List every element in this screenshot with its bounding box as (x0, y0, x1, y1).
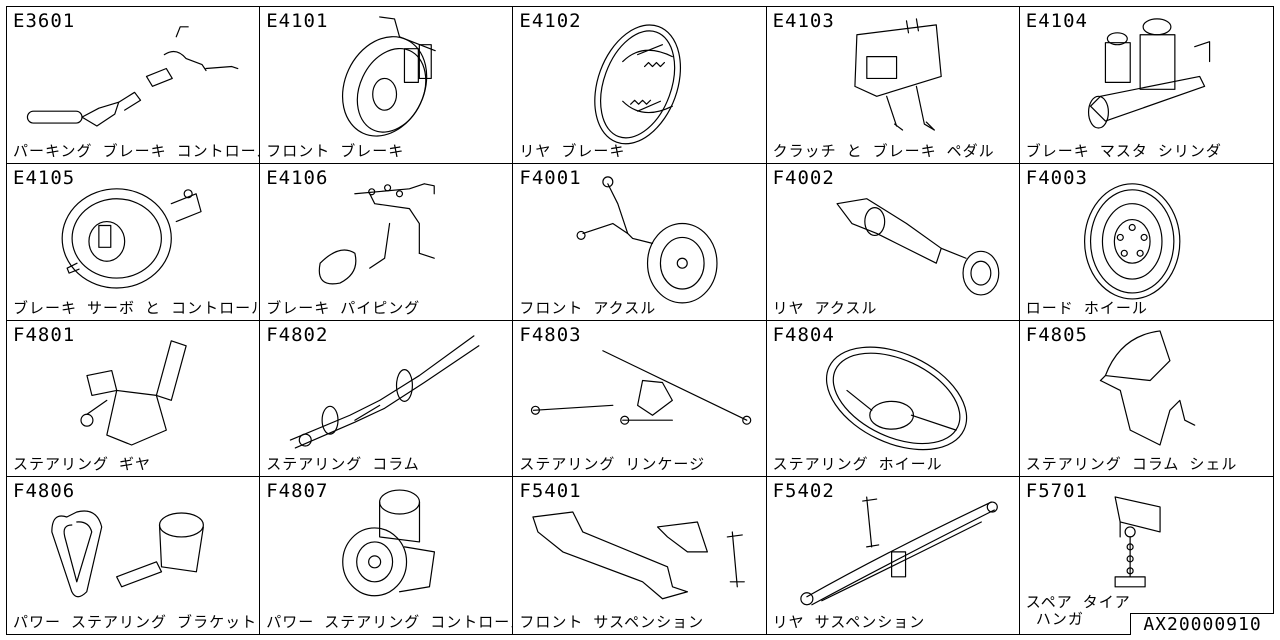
part-code: E4103 (772, 10, 835, 32)
part-label: リヤ ブレーキ (519, 141, 626, 160)
front-axle-icon (576, 176, 718, 304)
part-code: E4105 (13, 166, 76, 189)
part-code: E4104 (1025, 10, 1088, 32)
part-code: F4805 (1025, 323, 1088, 346)
leaf-spring-icon (799, 496, 998, 606)
reference-code: AX20000910 (1130, 613, 1274, 635)
part-code: F4001 (519, 166, 582, 189)
catalog-cell-e4104[interactable]: E4104 ブレーキ マスタ シリンダ (1019, 7, 1273, 164)
steering-linkage-icon (531, 349, 752, 425)
part-code: F4802 (266, 323, 329, 346)
parking-brake-lever-icon (26, 26, 239, 127)
part-label: ステアリング コラム (266, 455, 420, 474)
part-label: ステアリング ギヤ (13, 455, 152, 474)
catalog-cell-f4802[interactable]: F4802 ステアリング コラム (260, 320, 514, 478)
rear-axle-icon (836, 197, 999, 296)
part-code: F5701 (1025, 480, 1088, 503)
catalog-cell-e4102[interactable]: E4102 リヤ ブレーキ (513, 7, 767, 164)
catalog-cell-f4801[interactable]: F4801 ステアリング ギヤ (7, 320, 261, 478)
part-code: F4003 (1025, 166, 1088, 189)
column-shell-icon (1099, 329, 1196, 446)
part-code: F4803 (519, 323, 582, 346)
part-label: クラッチ と ブレーキ ペダル (772, 141, 995, 160)
catalog-cell-f5402[interactable]: F5402 リヤ サスペンション (766, 477, 1020, 634)
rear-brake-drum-icon (594, 24, 682, 145)
catalog-cell-f4003[interactable]: F4003 ロード ホイール (1019, 163, 1273, 321)
catalog-cell-e3601[interactable]: E3601 パーキング ブレーキ コントロール (7, 7, 261, 164)
part-label: リヤ アクスル (772, 298, 878, 317)
catalog-cell-f5401[interactable]: F5401 フロント サスペンション (513, 477, 767, 634)
part-label: スペア タイア ハンガ (1025, 593, 1131, 628)
catalog-cell-e4103[interactable]: E4103 クラッチ と ブレーキ ペダル (766, 7, 1020, 164)
catalog-cell-f4805[interactable]: F4805 ステアリング コラム シェル (1019, 320, 1273, 478)
catalog-cell-f4002[interactable]: F4002 リヤ アクスル (766, 163, 1020, 321)
road-wheel-icon (1083, 182, 1181, 300)
steering-column-icon (289, 334, 480, 449)
catalog-cell-f4806[interactable]: F4806 パワー ステアリング ブラケット (7, 477, 261, 634)
brake-servo-icon (61, 187, 202, 289)
part-label: パワー ステアリング コントロール (266, 613, 514, 631)
brake-piping-icon (318, 182, 435, 285)
part-label: ステアリング リンケージ (519, 455, 706, 474)
part-label: パワー ステアリング ブラケット (13, 613, 258, 631)
part-label: ブレーキ マスタ シリンダ (1025, 141, 1222, 160)
part-code: F4002 (772, 166, 835, 189)
spare-tire-hanger-icon (1114, 496, 1161, 588)
catalog-cell-f4807[interactable]: F4807 パワー ステアリング コントロール (260, 477, 514, 634)
part-code: F4801 (13, 323, 76, 346)
part-code: E4106 (266, 166, 329, 189)
catalog-cell-f5701[interactable]: F5701 スペア タイア ハンガ (1019, 477, 1273, 634)
part-code: E4101 (266, 10, 329, 32)
part-code: F5401 (519, 480, 582, 503)
catalog-cell-f4804[interactable]: F4804 ステアリング ホイール (766, 320, 1020, 478)
power-steering-pump-icon (342, 489, 436, 597)
catalog-cell-e4101[interactable]: E4101 フロント ブレーキ (260, 7, 514, 164)
part-label: パーキング ブレーキ コントロール (13, 141, 261, 160)
front-brake-disc-icon (342, 16, 436, 137)
power-steering-bracket-icon (51, 510, 204, 598)
part-label: フロント サスペンション (519, 613, 705, 631)
catalog-cell-f4803[interactable]: F4803 ステアリング リンケージ (513, 320, 767, 478)
part-label: リヤ サスペンション (772, 613, 926, 631)
steering-gear-icon (80, 339, 187, 446)
pedal-assembly-icon (853, 18, 942, 131)
catalog-cell-f4001[interactable]: F4001 フロント アクスル (513, 163, 767, 321)
part-code: E4102 (519, 10, 582, 32)
master-cylinder-icon (1087, 18, 1210, 129)
part-label: フロント アクスル (519, 298, 657, 317)
part-label: ステアリング コラム シェル (1025, 455, 1238, 474)
parts-catalog-grid: E3601 パーキング ブレーキ コントロール E4101 フロント ブレーキ … (6, 6, 1274, 635)
part-code: F5402 (772, 480, 835, 503)
catalog-cell-e4105[interactable]: E4105 ブレーキ サーボ と コントロール (7, 163, 261, 321)
part-label: フロント ブレーキ (266, 141, 405, 160)
front-suspension-icon (532, 511, 746, 600)
steering-wheel-icon (825, 346, 967, 450)
part-label: ブレーキ パイピング (266, 298, 421, 317)
part-code: F4806 (13, 480, 76, 503)
part-label: ブレーキ サーボ と コントロール (13, 298, 261, 317)
part-code: E3601 (13, 10, 76, 32)
part-label: ロード ホイール (1025, 298, 1148, 317)
part-code: F4807 (266, 480, 329, 503)
part-label: ステアリング ホイール (772, 455, 943, 474)
part-code: F4804 (772, 323, 835, 346)
catalog-cell-e4106[interactable]: E4106 ブレーキ パイピング (260, 163, 514, 321)
